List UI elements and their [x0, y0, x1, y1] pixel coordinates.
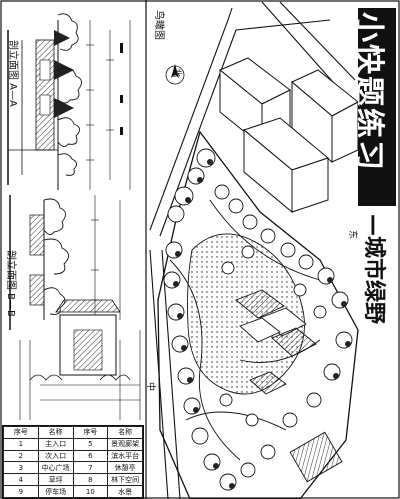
legend-row: 4 草坪 8 林下空间: [3, 473, 143, 487]
tree-shadows: [173, 159, 351, 489]
legend-cell: 6: [72, 449, 109, 463]
legend-cell: 9: [3, 485, 39, 498]
legend-row: 2 次入口 6 滨水平台: [3, 449, 143, 463]
legend-cell: 10: [72, 485, 109, 498]
legend-header-cell: 名称: [37, 426, 74, 439]
legend-cell: 次入口: [37, 449, 74, 463]
north-arrow: [165, 64, 185, 85]
sheet-title: 小快题练习: [358, 12, 386, 172]
legend-row: 9 停车场 10 水景: [3, 485, 143, 498]
section-a-drawing: [7, 13, 131, 190]
legend-row: 1 主入口 5 景观廊架: [3, 437, 143, 451]
legend-cell: 3: [3, 461, 39, 475]
center-tag: 中: [145, 382, 155, 392]
east-tag: 东: [347, 230, 357, 240]
legend-cell: 1: [3, 437, 39, 451]
legend-cell: 8: [72, 473, 109, 487]
legend-cell: 景观廊架: [107, 437, 143, 451]
legend-header-cell: 序号: [72, 426, 109, 439]
pavilion-elevation: [19, 299, 141, 420]
legend-cell: 休憩亭: [107, 461, 143, 475]
legend-header-cell: 序号: [3, 426, 39, 439]
central-lawn: [187, 233, 305, 395]
plan-tag: 鸟瞰图: [153, 10, 164, 40]
sheet-subtitle: —城市绿野: [361, 214, 386, 325]
legend-header-cell: 名称: [107, 426, 143, 439]
buildings: [219, 57, 359, 214]
section-b-drawing: [9, 195, 121, 330]
legend-cell: 林下空间: [107, 473, 143, 487]
legend-cell: 7: [72, 461, 109, 475]
legend-cell: 中心广场: [37, 461, 74, 475]
section-a-label: 剖立面图 A—A: [7, 40, 18, 107]
legend-table: 序号 名称 序号 名称 1 主入口 5 景观廊架 2 次入口 6 滨水平台 3 …: [2, 425, 144, 499]
legend-cell: 草坪: [37, 473, 74, 487]
legend-row: 3 中心广场 7 休憩亭: [3, 461, 143, 475]
legend-cell: 主入口: [37, 437, 74, 451]
north-mark: 北: [171, 68, 181, 78]
legend-cell: 2: [3, 449, 39, 463]
legend-header-row: 序号 名称 序号 名称: [3, 426, 143, 439]
plaza-structures: [235, 289, 343, 483]
tree-canopies: [163, 148, 353, 491]
legend-cell: 水景: [107, 485, 143, 498]
legend-cell: 5: [72, 437, 109, 451]
legend-cell: 停车场: [37, 485, 74, 498]
roads: [149, 1, 356, 499]
site-boundary: [157, 130, 359, 499]
title-banner: 小快题练习: [358, 8, 396, 206]
legend-cell: 滨水平台: [107, 449, 143, 463]
legend-cell: 4: [3, 473, 39, 487]
section-b-label: 剖立面图 B—B: [5, 250, 16, 317]
